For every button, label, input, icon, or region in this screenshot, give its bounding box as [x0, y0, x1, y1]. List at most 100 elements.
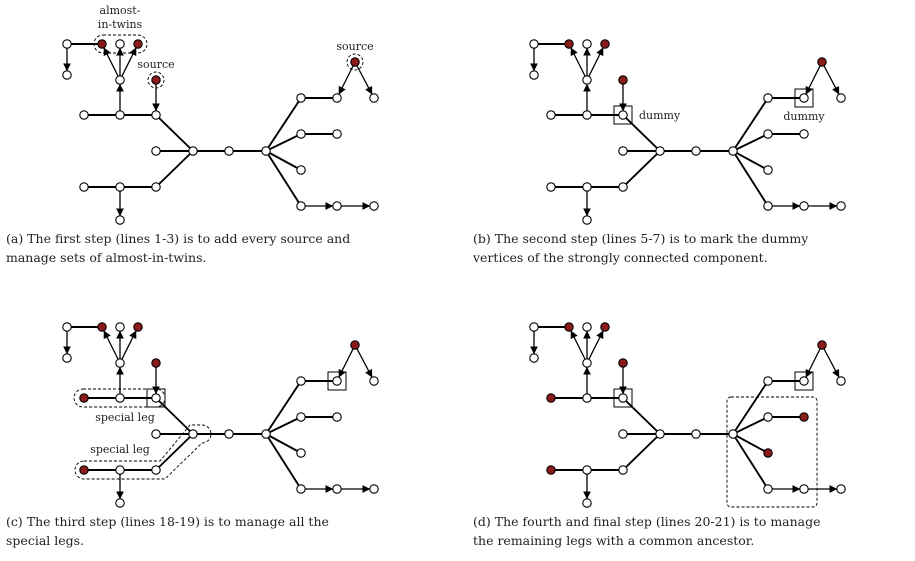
vertex: [655, 146, 665, 156]
vertex: [691, 146, 701, 156]
edge: [265, 97, 302, 152]
edge: [732, 97, 769, 152]
vertex: [151, 429, 161, 439]
vertex: [763, 201, 773, 211]
special-leg-lower-set: [74, 424, 212, 480]
edge: [265, 150, 302, 171]
vertex: [582, 322, 592, 332]
vertex: [115, 465, 125, 475]
edge: [265, 433, 302, 454]
vertex: [151, 182, 161, 192]
marked-vertex: [817, 340, 827, 350]
vertex: [582, 358, 592, 368]
directed-edge: [821, 61, 840, 95]
marked-vertex: [546, 393, 556, 403]
vertex-group: [529, 39, 846, 225]
vertex-group: [62, 322, 379, 508]
dummy-box-right: [794, 88, 814, 108]
vertex: [296, 376, 306, 386]
marked-vertex: [133, 322, 143, 332]
edge-group: [63, 326, 373, 500]
vertex: [529, 353, 539, 363]
vertex: [529, 70, 539, 80]
vertex: [369, 484, 379, 494]
common-ancestor-set: [726, 396, 818, 508]
vertex: [529, 322, 539, 332]
vertex: [836, 484, 846, 494]
label-special-leg-upper: special leg: [95, 411, 155, 424]
source-set-left: [147, 71, 165, 89]
vertex: [332, 412, 342, 422]
directed-edge: [570, 330, 588, 364]
label-dummy-left: dummy: [639, 109, 681, 122]
edge: [155, 150, 194, 188]
edge: [265, 150, 302, 207]
vertex: [115, 498, 125, 508]
vertex: [529, 39, 539, 49]
vertex: [151, 146, 161, 156]
vertex: [151, 393, 161, 403]
caption-d-line-1: (d) The fourth and final step (lines 20-…: [473, 514, 821, 529]
label-almost: almost-: [100, 4, 141, 17]
vertex: [332, 201, 342, 211]
edge-group: [530, 43, 840, 217]
vertex: [763, 484, 773, 494]
caption-a: (a) The first step (lines 1-3) is to add…: [6, 229, 350, 267]
source-set-right: [346, 53, 364, 71]
vertex: [261, 429, 271, 439]
caption-c-line-2: special legs.: [6, 533, 85, 548]
directed-edge: [586, 47, 604, 81]
vertex: [799, 376, 809, 386]
vertex-group: [62, 39, 379, 225]
vertex: [618, 429, 628, 439]
vertex: [369, 376, 379, 386]
vertex: [332, 376, 342, 386]
caption-c-line-1: (c) The third step (lines 18-19) is to m…: [6, 514, 329, 529]
edge: [622, 433, 661, 471]
vertex: [188, 146, 198, 156]
marked-vertex: [133, 39, 143, 49]
vertex: [296, 165, 306, 175]
label-special-leg-lower: special leg: [90, 443, 150, 456]
vertex: [582, 182, 592, 192]
edge: [265, 416, 302, 435]
marked-vertex: [600, 322, 610, 332]
vertex: [224, 429, 234, 439]
dummy-box-left: [613, 388, 633, 408]
marked-vertex: [564, 39, 574, 49]
vertex: [582, 393, 592, 403]
vertex: [224, 146, 234, 156]
directed-edge: [354, 61, 373, 95]
edge-group: [530, 326, 840, 500]
vertex: [62, 322, 72, 332]
vertex: [618, 146, 628, 156]
edge: [732, 150, 769, 171]
edge: [732, 133, 769, 152]
marked-vertex: [97, 39, 107, 49]
vertex: [763, 93, 773, 103]
edge: [732, 433, 769, 490]
vertex: [618, 182, 628, 192]
caption-d-line-2: the remaining legs with a common ancesto…: [473, 533, 755, 548]
vertex: [728, 429, 738, 439]
marked-vertex: [600, 39, 610, 49]
marked-vertex: [79, 465, 89, 475]
edge: [732, 380, 769, 435]
marked-vertex: [546, 465, 556, 475]
vertex: [618, 465, 628, 475]
edge: [622, 114, 661, 152]
vertex: [582, 498, 592, 508]
panel-c: special leg special leg: [62, 322, 379, 508]
vertex: [799, 484, 809, 494]
caption-d: (d) The fourth and final step (lines 20-…: [473, 512, 821, 550]
dummy-box-left: [613, 105, 633, 125]
vertex: [115, 110, 125, 120]
edge: [265, 433, 302, 490]
edge: [265, 380, 302, 435]
edge: [622, 150, 661, 188]
vertex: [62, 39, 72, 49]
vertex: [79, 182, 89, 192]
vertex: [79, 110, 89, 120]
